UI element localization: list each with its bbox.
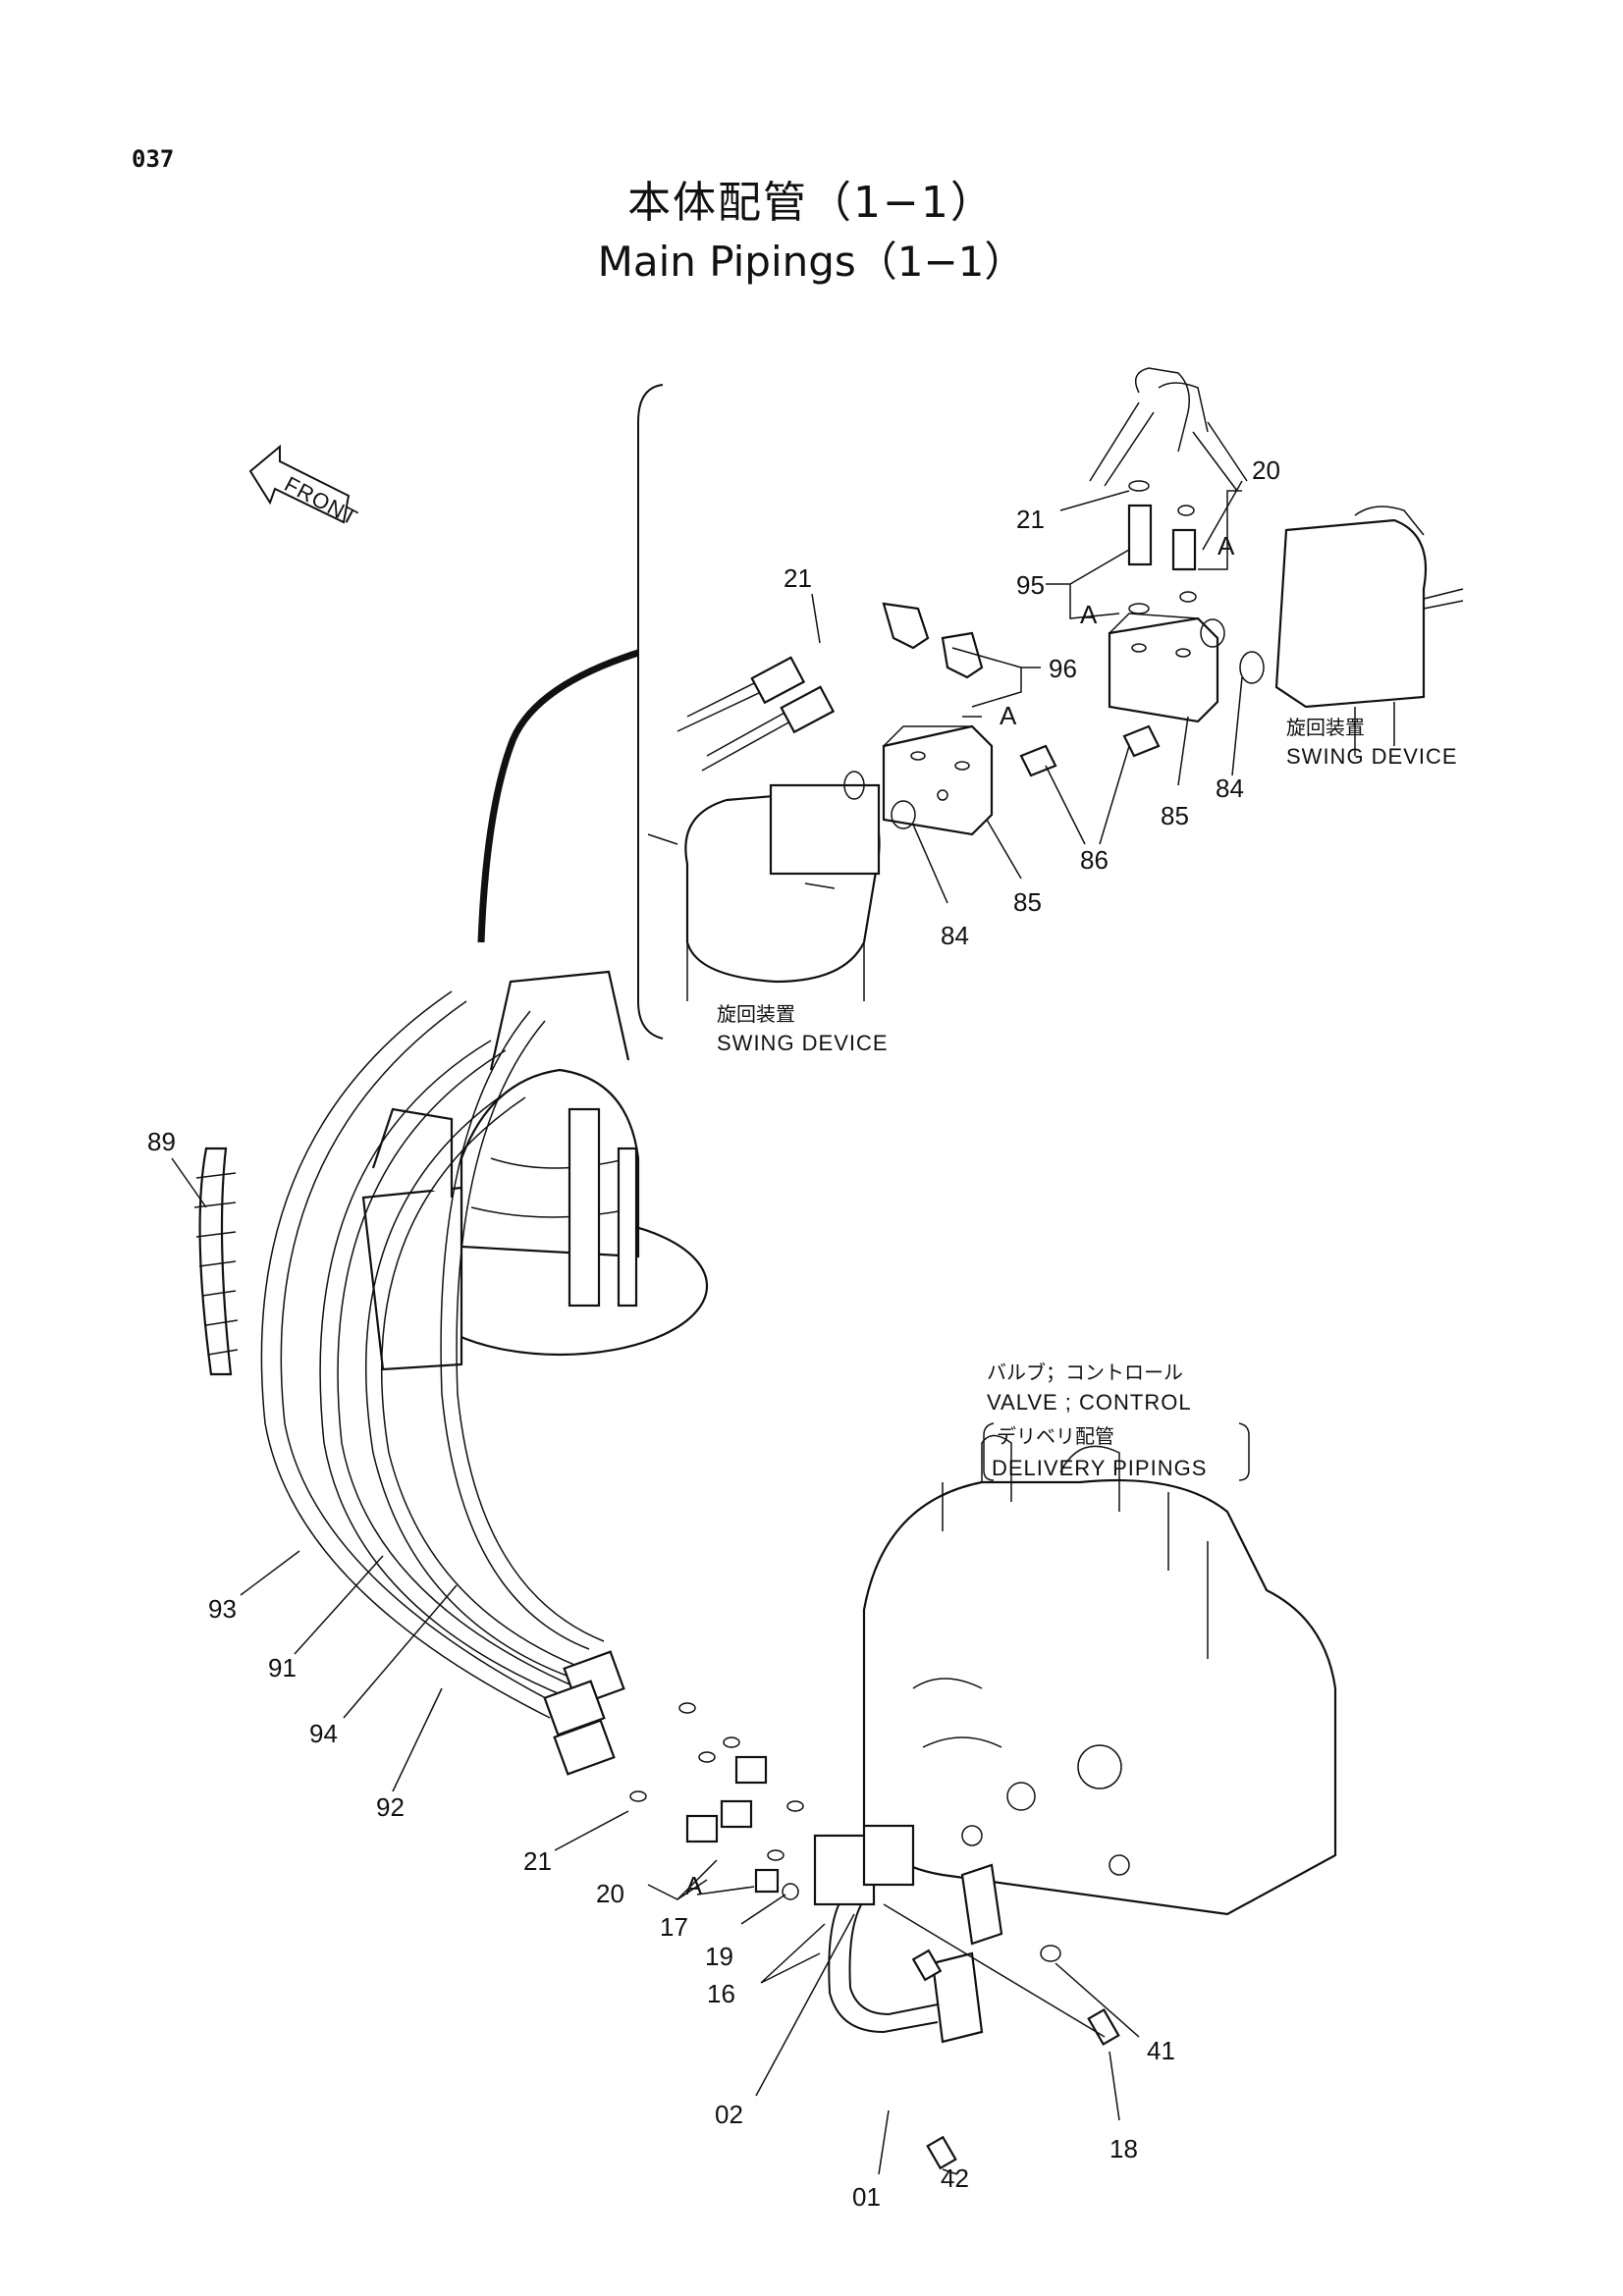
valve-control-en: VALVE ; CONTROL xyxy=(987,1390,1192,1415)
part-label-21-mid: 21 xyxy=(784,563,812,593)
page-title-english: Main Pipings（1−1） xyxy=(597,238,1026,286)
part-label-89: 89 xyxy=(147,1127,176,1156)
part-label-a-bottom: A xyxy=(685,1871,703,1900)
part-label-20-bottom: 20 xyxy=(596,1879,624,1908)
main-hoses xyxy=(193,990,605,1719)
part-label-86: 86 xyxy=(1080,845,1109,875)
part-label-92: 92 xyxy=(376,1792,405,1822)
delivery-pipings-en: DELIVERY PIPINGS xyxy=(992,1456,1207,1480)
valve-fittings xyxy=(543,1650,1120,2170)
swing-device-detail-left xyxy=(647,783,881,1001)
part-label-21-bottom: 21 xyxy=(523,1846,552,1876)
part-label-85-left: 85 xyxy=(1013,887,1042,917)
part-label-42: 42 xyxy=(941,2163,969,2193)
part-label-18: 18 xyxy=(1109,2134,1138,2163)
part-label-41: 41 xyxy=(1147,2036,1175,2065)
page-title-japanese: 本体配管（1−1） xyxy=(627,178,996,228)
swing-device-upper-jp: 旋回装置 xyxy=(1286,716,1365,739)
swing-device-lower-en: SWING DEVICE xyxy=(717,1031,889,1055)
front-arrow: FRONT xyxy=(248,444,362,530)
part-label-20-top: 20 xyxy=(1252,455,1280,485)
control-valve xyxy=(813,1434,1337,2044)
part-label-02: 02 xyxy=(715,2100,743,2129)
valve-control-jp: バルブ；コントロール xyxy=(987,1361,1183,1384)
part-label-96: 96 xyxy=(1049,654,1077,683)
part-label-84-right: 84 xyxy=(1216,774,1244,803)
callouts: 旋回装置 SWING DEVICE 旋回装置 SWING DEVICE バルブ；… xyxy=(717,716,1458,1481)
delivery-bracket-right xyxy=(1238,1422,1250,1481)
part-label-a-96: A xyxy=(1000,701,1017,730)
page-number: 037 xyxy=(132,145,175,173)
part-label-01: 01 xyxy=(852,2182,881,2212)
swing-device-lower-jp: 旋回装置 xyxy=(717,1002,795,1026)
manifold-block-right xyxy=(1108,613,1265,723)
part-label-17: 17 xyxy=(660,1912,688,1942)
swing-device-main xyxy=(361,970,709,1371)
manifold-block-left xyxy=(843,724,994,836)
part-label-84-left: 84 xyxy=(941,921,969,950)
delivery-bracket-left xyxy=(983,1422,995,1481)
swing-device-detail-right xyxy=(1274,506,1464,756)
part-labels: 21 20 95 A A 21 96 A 85 84 86 85 84 89 9… xyxy=(147,455,1280,2212)
part-label-94: 94 xyxy=(309,1719,338,1748)
delivery-pipings-jp: デリベリ配管 xyxy=(997,1424,1114,1448)
part-label-19: 19 xyxy=(705,1942,733,1971)
swing-device-upper-en: SWING DEVICE xyxy=(1286,744,1458,769)
detail-hoses xyxy=(676,367,1248,777)
detail-leader-thick xyxy=(477,649,640,943)
part-label-16: 16 xyxy=(707,1979,735,2008)
part-label-a-20: A xyxy=(1217,531,1235,561)
part-label-91: 91 xyxy=(268,1653,297,1682)
part-label-a-95: A xyxy=(1080,600,1098,629)
leader-lines xyxy=(171,480,1243,2175)
detail-bracket xyxy=(637,384,664,1040)
part-label-21-top: 21 xyxy=(1016,505,1045,534)
part-label-93: 93 xyxy=(208,1594,237,1624)
part-label-95: 95 xyxy=(1016,570,1045,600)
part-label-85-right: 85 xyxy=(1161,801,1189,830)
front-arrow-label: FRONT xyxy=(281,471,362,530)
